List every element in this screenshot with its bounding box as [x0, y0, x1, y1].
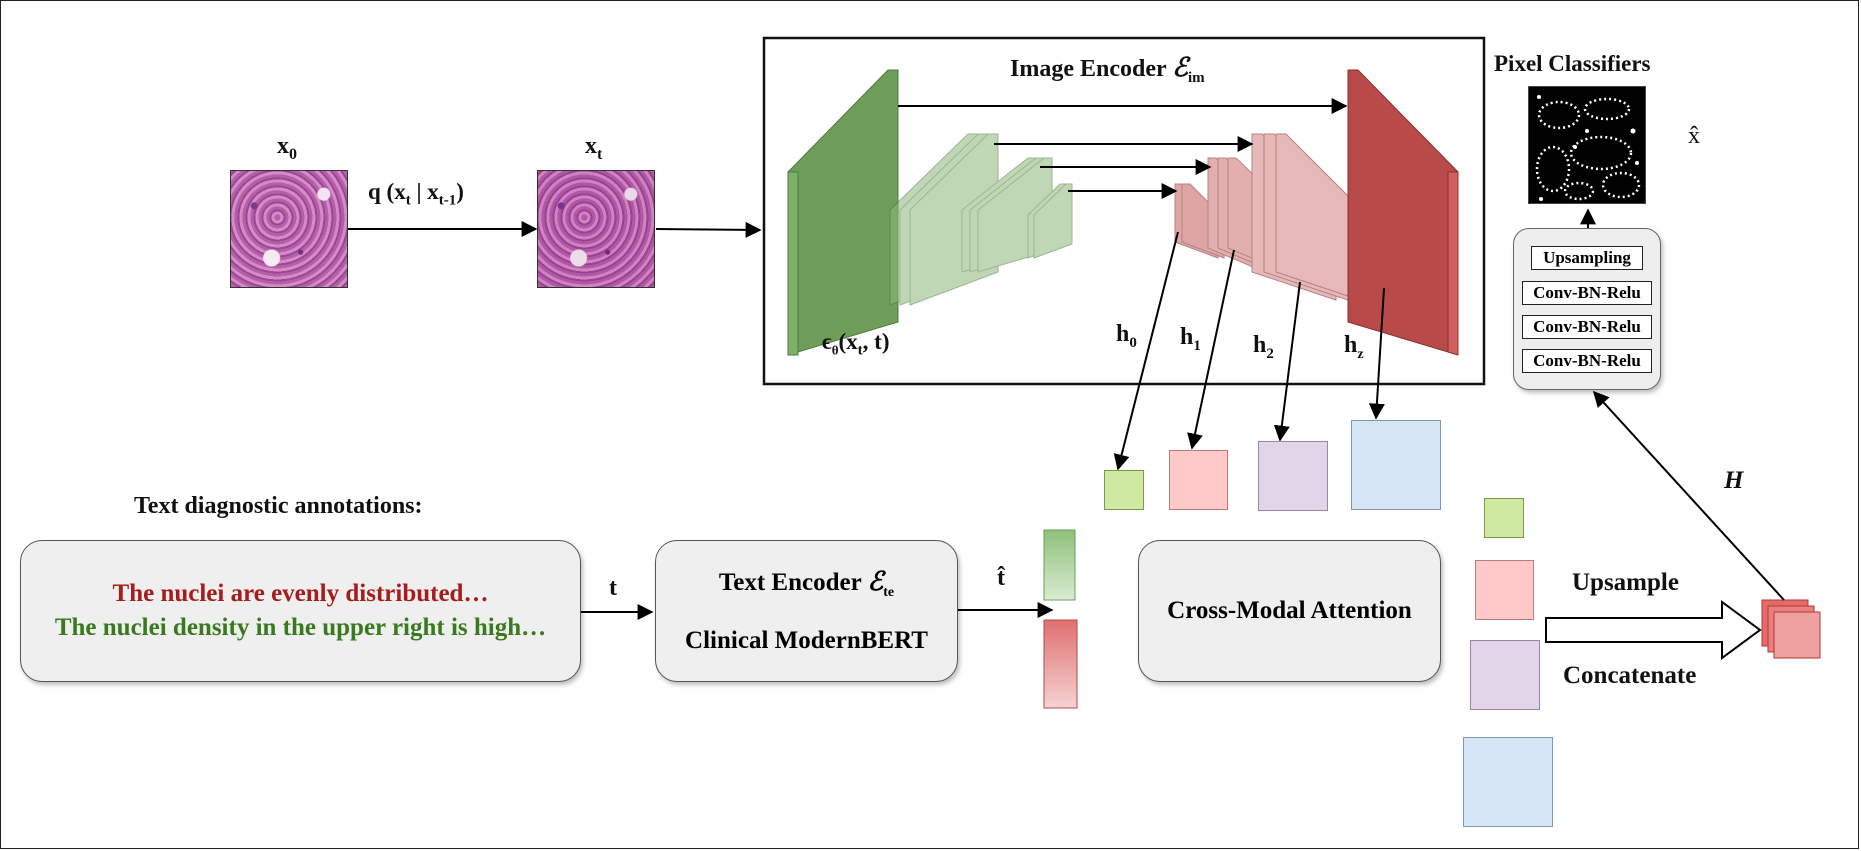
concat-square-blue: [1463, 737, 1553, 827]
feature-square-h0: [1104, 470, 1144, 510]
label-t: t: [609, 575, 617, 601]
annotation-line-2: The nuclei density in the upper right is…: [54, 614, 547, 641]
segmentation-mask: [1535, 95, 1641, 201]
label-upsample: Upsample: [1572, 569, 1679, 596]
arrow-h-to-classifier: [1592, 390, 1785, 601]
cross-modal-attention-box: Cross-Modal Attention: [1138, 540, 1441, 682]
annotation-line-1: The nuclei are evenly distributed…: [112, 580, 489, 607]
feature-square-hz: [1351, 420, 1441, 510]
feature-square-h1: [1169, 450, 1228, 510]
tissue-image-x0: [230, 170, 348, 288]
label-image-encoder: Image Encoder ℰim: [1010, 53, 1205, 86]
label-x-hat: x̂: [1688, 123, 1700, 149]
clinical-bert-label: Clinical ModernBERT: [685, 627, 928, 654]
label-forward-process: q (xt | xt-1): [368, 179, 464, 209]
concat-square-pink: [1475, 560, 1534, 620]
text-encoder-title: Text Encoder ℰte: [718, 567, 895, 600]
classifier-layer-upsampling: Upsampling: [1531, 246, 1643, 270]
arrow-h2: [1273, 281, 1301, 442]
classifier-layer-conv-2: Conv-BN-Relu: [1522, 315, 1652, 339]
label-h0: h0: [1116, 321, 1137, 351]
label-x0: x0: [277, 133, 297, 163]
label-t-hat: t̂: [997, 565, 1005, 591]
decoder-output-slab: [1347, 69, 1459, 356]
arrow-h1: [1187, 249, 1235, 450]
stacked-features: [1761, 599, 1821, 659]
label-hz: hz: [1344, 332, 1364, 362]
arrow-hz: [1368, 287, 1385, 420]
arrow-h0: [1113, 231, 1179, 471]
text-embedding-green: [1043, 529, 1076, 601]
concat-square-lavender: [1470, 640, 1540, 710]
decoder-blocks: [1174, 133, 1361, 301]
concat-square-green: [1484, 498, 1524, 538]
label-concatenate: Concatenate: [1563, 662, 1697, 689]
classifier-layer-conv-3: Conv-BN-Relu: [1522, 349, 1652, 373]
annotation-box: The nuclei are evenly distributed… The n…: [20, 540, 581, 682]
cross-modal-label: Cross-Modal Attention: [1167, 597, 1412, 624]
label-pixel-classifiers: Pixel Classifiers: [1494, 51, 1651, 76]
arrow-xt-to-encoder: [655, 221, 762, 238]
encoder-blocks: [889, 133, 1073, 306]
label-h1: h1: [1180, 324, 1201, 354]
label-epsilon: ϵθ(xt, t): [822, 329, 890, 359]
classifier-layer-conv-1: Conv-BN-Relu: [1522, 281, 1652, 305]
text-encoder-box: Text Encoder ℰte Clinical ModernBERT: [655, 540, 958, 682]
tissue-image-xt: [537, 170, 655, 288]
upsample-concat-arrow: [1545, 600, 1762, 660]
label-h2: h2: [1253, 332, 1274, 362]
label-H: H: [1724, 467, 1744, 494]
pixel-classifier-stack: Upsampling Conv-BN-Relu Conv-BN-Relu Con…: [1513, 228, 1661, 390]
encoder-input-slab: [787, 69, 899, 356]
feature-square-h2: [1258, 441, 1328, 511]
segmentation-output: [1528, 86, 1646, 204]
label-xt: xt: [585, 133, 603, 163]
label-text-annotations-title: Text diagnostic annotations:: [134, 493, 423, 519]
text-embedding-red: [1043, 619, 1078, 709]
